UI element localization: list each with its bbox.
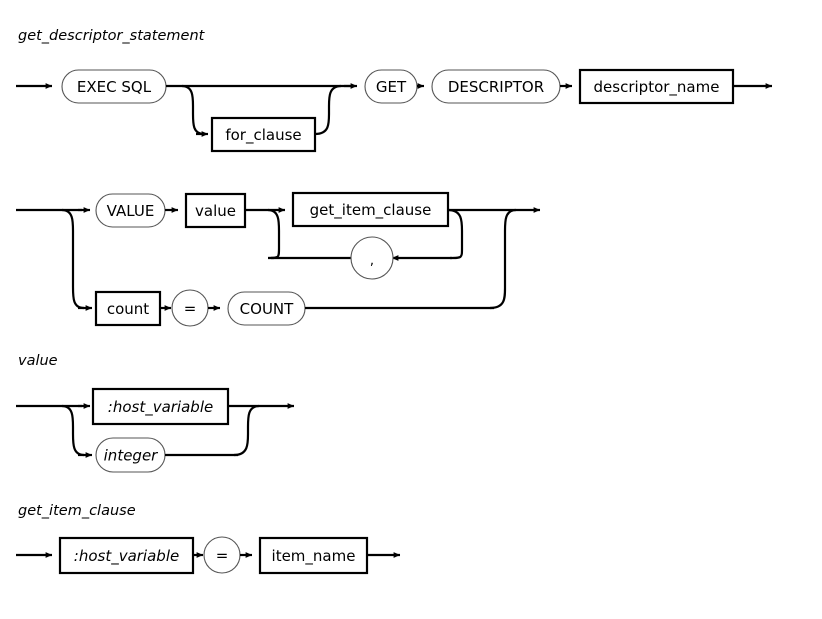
node-exec-sql: EXEC SQL <box>61 69 167 104</box>
node-item-host-variable-label: :host_variable <box>74 547 179 566</box>
node-item-name-shape <box>258 536 369 575</box>
node-count-ref-label: count <box>107 300 149 318</box>
node-equals-count: = <box>171 289 209 327</box>
node-value-ref-label: value <box>195 202 236 220</box>
rule-title-value: value <box>18 353 58 369</box>
rail-for-clause-branch-in <box>181 84 205 136</box>
node-get-item-clause: get_item_clause <box>291 191 450 228</box>
node-descriptor-name: descriptor_name <box>578 68 735 105</box>
node-descriptor: DESCRIPTOR <box>431 69 561 104</box>
node-comma-shape <box>350 236 394 280</box>
node-descriptor-name-label: descriptor_name <box>594 78 720 97</box>
node-count-ref: count <box>94 290 162 327</box>
rail-count-rejoin <box>489 208 517 310</box>
node-integer: integer <box>95 437 166 473</box>
node-integer-label: integer <box>104 447 159 465</box>
node-value-ref: value <box>184 192 247 229</box>
node-get-item-clause-shape <box>291 191 450 228</box>
node-get-label: GET <box>376 78 407 96</box>
node-value-host-variable: :host_variable <box>91 387 230 426</box>
node-item-name: item_name <box>258 536 369 575</box>
rail-count-branch-in <box>61 208 85 310</box>
node-for-clause: for_clause <box>210 116 317 153</box>
rail-comma-loop-right <box>447 208 464 260</box>
node-get: GET <box>364 69 418 104</box>
node-item-name-label: item_name <box>272 547 356 566</box>
node-equals-count-label: = <box>184 300 197 318</box>
node-for-clause-label: for_clause <box>225 126 301 145</box>
node-item-host-variable-shape <box>58 536 195 575</box>
rail-comma-loop-left <box>267 208 281 260</box>
node-descriptor-label: DESCRIPTOR <box>448 78 544 96</box>
rule-title-get-item-clause: get_item_clause <box>18 503 136 519</box>
node-value-host-variable-label: :host_variable <box>108 398 213 417</box>
node-item-host-variable: :host_variable <box>58 536 195 575</box>
node-value-ref-shape <box>184 192 247 229</box>
node-count-keyword: COUNT <box>227 291 306 326</box>
node-equals-item: = <box>203 536 241 574</box>
node-exec-sql-label: EXEC SQL <box>77 78 152 96</box>
node-value-keyword-label: VALUE <box>107 202 155 220</box>
node-equals-item-label: = <box>216 547 229 565</box>
node-value-keyword: VALUE <box>95 193 166 228</box>
rule-title-get-descriptor-statement: get_descriptor_statement <box>18 28 206 44</box>
rail-integer-rejoin <box>233 404 260 457</box>
node-for-clause-shape <box>210 116 317 153</box>
node-comma-label: , <box>370 254 374 269</box>
rail-for-clause-branch-out <box>314 84 342 136</box>
node-get-item-clause-label: get_item_clause <box>310 201 432 220</box>
node-count-keyword-label: COUNT <box>240 300 294 318</box>
node-count-ref-shape <box>94 290 162 327</box>
node-value-host-variable-shape <box>91 387 230 426</box>
rail-integer-branch-in <box>61 404 85 457</box>
node-comma: , <box>350 236 394 280</box>
